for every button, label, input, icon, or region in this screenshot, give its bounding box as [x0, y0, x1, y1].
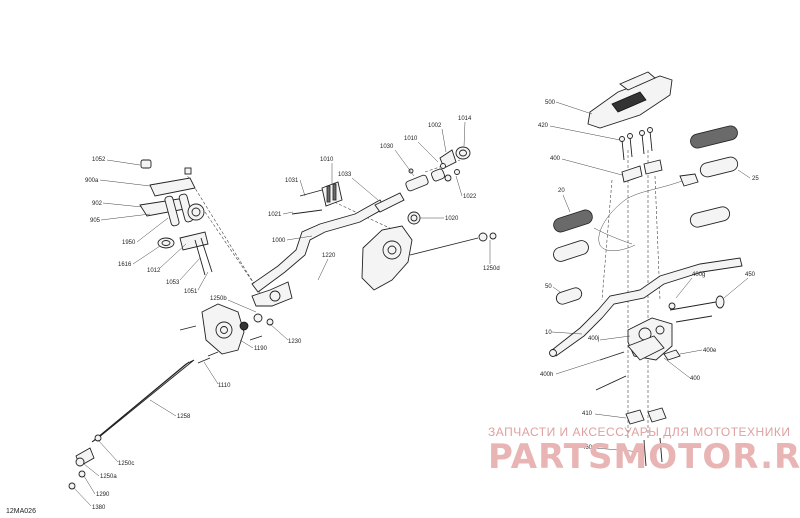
label-1380: 1380	[92, 505, 106, 511]
label-450: 450	[745, 272, 756, 278]
steering-column	[251, 199, 386, 307]
label-1250a: 1250a	[100, 474, 117, 480]
label-1053: 1053	[166, 280, 180, 286]
label-1290: 1290	[96, 492, 110, 498]
label-500: 500	[545, 100, 556, 106]
label-900a: 900a	[85, 178, 99, 184]
label-1010: 1010	[320, 157, 334, 163]
callouts: 1052 900a 902 905 1950 1616 1012 1053 10…	[73, 100, 759, 511]
label-905: 905	[90, 218, 101, 224]
label-420: 420	[538, 123, 549, 129]
label-1014: 1014	[458, 116, 472, 122]
bolts-top	[619, 127, 663, 183]
label-10: 10	[545, 330, 552, 336]
grips	[553, 125, 739, 305]
column-clamp	[291, 146, 471, 225]
watermark-logo: PARTSMOTOR.RU	[488, 437, 800, 477]
label-400b: 400	[690, 376, 701, 382]
throttle-cable	[593, 173, 699, 251]
label-1230: 1230	[288, 339, 302, 345]
label-1190: 1190	[254, 346, 268, 352]
label-400g: 400g	[692, 272, 705, 278]
watermark: ЗАПЧАСТИ И АКСЕССУАРЫ ДЛЯ МОТОТЕХНИКИ PA…	[488, 425, 800, 477]
handlebar	[549, 257, 743, 357]
label-1010b: 1010	[404, 136, 418, 142]
lower-clamp	[625, 407, 667, 467]
label-1616: 1616	[118, 262, 132, 268]
label-50: 50	[545, 284, 552, 290]
label-1110: 1110	[218, 383, 231, 389]
label-1022: 1022	[463, 194, 477, 200]
lower-shaft	[68, 359, 195, 490]
label-460: 460	[582, 445, 593, 451]
label-400e: 400e	[703, 348, 717, 354]
label-1051: 1051	[184, 289, 198, 295]
watermark-tagline: ЗАПЧАСТИ И АКСЕССУАРЫ ДЛЯ МОТОТЕХНИКИ	[488, 425, 790, 439]
label-1033: 1033	[338, 172, 352, 178]
label-1052: 1052	[92, 157, 106, 163]
lower-housing	[179, 303, 274, 364]
steering-bracket	[361, 225, 497, 291]
upper-clamp	[139, 159, 213, 276]
label-1020: 1020	[445, 216, 459, 222]
label-400j: 400j	[588, 336, 599, 342]
label-1950: 1950	[122, 240, 136, 246]
label-1250d: 1250d	[483, 266, 500, 272]
label-1220: 1220	[322, 253, 336, 259]
label-1031: 1031	[285, 178, 299, 184]
label-1030: 1030	[380, 144, 394, 150]
label-25: 25	[752, 176, 759, 182]
label-1000: 1000	[272, 238, 286, 244]
label-1258: 1258	[177, 414, 191, 420]
label-20: 20	[558, 188, 565, 194]
label-410: 410	[582, 411, 593, 417]
handlebar-clamp-block	[595, 295, 725, 391]
label-1002: 1002	[428, 123, 442, 129]
diagram-code: 12MA026	[6, 508, 36, 515]
label-400: 400	[550, 156, 561, 162]
steering-column-assembly	[68, 146, 497, 490]
label-400h: 400h	[540, 372, 553, 378]
handlebar-assembly	[549, 71, 743, 467]
label-1250c: 1250c	[118, 461, 134, 467]
label-1012: 1012	[147, 268, 161, 274]
label-902: 902	[92, 201, 103, 207]
handlebar-pad	[587, 71, 673, 129]
label-1250b: 1250b	[210, 296, 227, 302]
label-1021: 1021	[268, 212, 282, 218]
